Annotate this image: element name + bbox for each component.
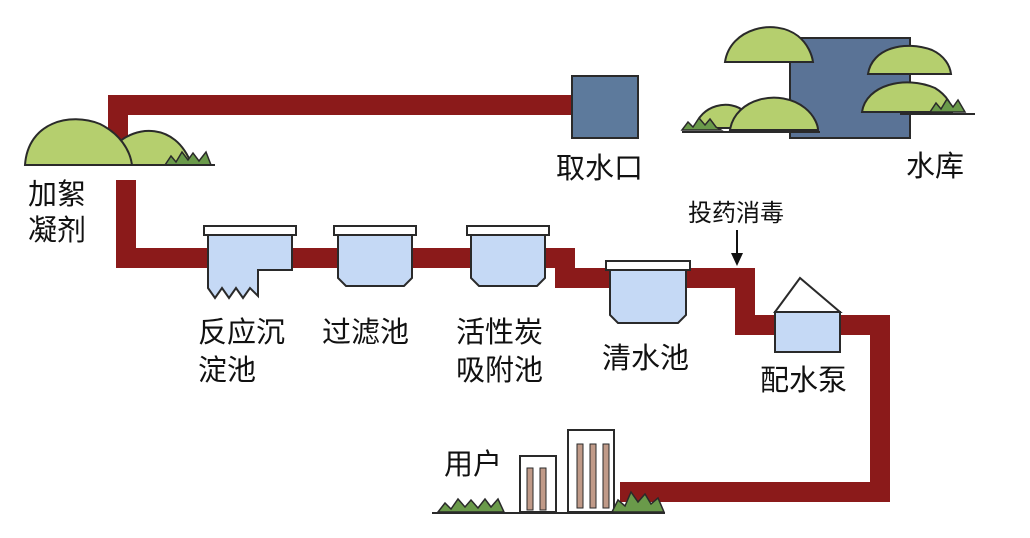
coagulant-label-line2: 凝剂 [28, 213, 87, 247]
carbon-tank-rim [466, 225, 550, 236]
pump-house-roof [773, 276, 843, 313]
carbon-label-line1: 活性炭 [456, 315, 544, 349]
intake-label: 取水口 [556, 151, 644, 185]
pump-house-body [774, 311, 841, 353]
coagulant-label-line1: 加絮 [28, 177, 87, 211]
disinfection-label: 投药消毒 [688, 199, 784, 227]
carbon-label-line2: 吸附池 [456, 353, 544, 387]
user-bush-right [610, 490, 666, 513]
reservoir-bush-left [680, 116, 724, 131]
clear-water-tank-body [609, 269, 687, 324]
pump-house [773, 276, 843, 353]
filter-label: 过滤池 [322, 315, 410, 349]
filter-tank-rim [333, 225, 417, 236]
distribution-pipe [620, 315, 890, 502]
pump-label: 配水泵 [760, 363, 848, 397]
left-hill-front [23, 118, 134, 166]
clear-water-tank-rim [605, 260, 691, 271]
sedimentation-label-line2: 淀池 [198, 353, 257, 387]
pipe-network [108, 95, 890, 502]
sedimentation-tank-rim [203, 225, 297, 236]
main-pipe [116, 180, 775, 335]
sedimentation-tank-body [207, 234, 293, 300]
users-label: 用户 [444, 447, 503, 481]
sedimentation-tank [203, 225, 297, 300]
reservoir-hill-bottom-mid [728, 96, 820, 131]
intake-pipe [108, 95, 572, 145]
reservoir-hill-top-right [866, 44, 953, 75]
carbon-tank [466, 225, 550, 287]
user-buildings [432, 429, 666, 514]
filter-tank-body [337, 234, 413, 287]
left-bush [163, 150, 213, 166]
reservoir-group [680, 26, 975, 139]
reservoir-hill-top-left [723, 26, 815, 63]
sedimentation-label-line1: 反应沉 [198, 315, 286, 349]
carbon-tank-body [470, 234, 546, 287]
disinfection-arrow [731, 230, 743, 266]
reservoir-bush-right [928, 97, 967, 113]
clear-water-label: 清水池 [602, 341, 690, 375]
intake-box [571, 75, 639, 139]
filter-tank [333, 225, 417, 287]
building-short [519, 455, 557, 513]
reservoir-label: 水库 [906, 149, 965, 183]
user-bush-left [436, 497, 506, 513]
clear-water-tank [605, 260, 691, 324]
left-hill-group [23, 118, 215, 166]
